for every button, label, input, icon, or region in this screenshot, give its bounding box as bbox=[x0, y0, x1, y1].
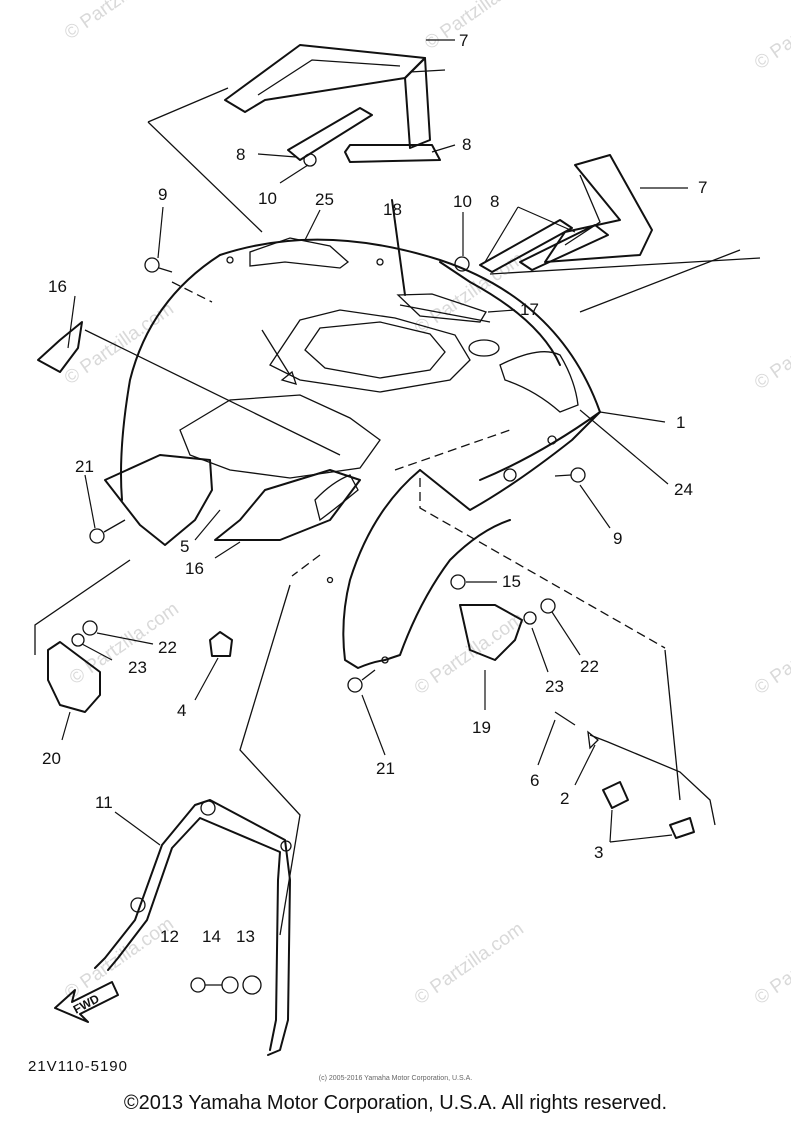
callout-3: 3 bbox=[594, 843, 603, 862]
brackets bbox=[224, 44, 653, 273]
watermark: © Partzilla.com bbox=[751, 608, 791, 699]
callout-11: 11 bbox=[95, 793, 113, 812]
callout-9: 9 bbox=[613, 529, 622, 548]
callout-8: 8 bbox=[490, 192, 499, 211]
callout-leaders bbox=[61, 39, 688, 846]
assembly-lines bbox=[34, 87, 761, 936]
callout-7: 7 bbox=[459, 31, 468, 50]
callout-24: 24 bbox=[674, 480, 693, 499]
watermark: © Partzilla.com bbox=[421, 0, 538, 54]
callouts: 7 8 8 10 9 25 18 10 8 7 16 17 1 24 21 5 … bbox=[42, 31, 707, 946]
watermark: © Partzilla.com bbox=[751, 0, 791, 74]
callout-22: 22 bbox=[580, 657, 599, 676]
callout-21: 21 bbox=[376, 759, 395, 778]
callout-18: 18 bbox=[383, 200, 402, 219]
callout-25: 25 bbox=[315, 190, 334, 209]
callout-1: 1 bbox=[676, 413, 685, 432]
callout-22: 22 bbox=[158, 638, 177, 657]
callout-2: 2 bbox=[560, 789, 569, 808]
watermark: © Partzilla.com bbox=[751, 918, 791, 1009]
callout-23: 23 bbox=[545, 677, 564, 696]
watermark: © Partzilla.com bbox=[751, 303, 791, 394]
callout-17: 17 bbox=[520, 300, 539, 319]
watermarks: © Partzilla.com © Partzilla.com © Partzi… bbox=[61, 0, 791, 1009]
callout-16: 16 bbox=[48, 277, 67, 296]
small-parts bbox=[37, 257, 716, 839]
callout-16: 16 bbox=[185, 559, 204, 578]
callout-8: 8 bbox=[462, 135, 471, 154]
watermark: © Partzilla.com bbox=[411, 608, 528, 699]
callout-5: 5 bbox=[180, 537, 189, 556]
callout-10: 10 bbox=[258, 189, 277, 208]
callout-23: 23 bbox=[128, 658, 147, 677]
callout-12: 12 bbox=[160, 927, 179, 946]
callout-13: 13 bbox=[236, 927, 255, 946]
callout-15: 15 bbox=[502, 572, 521, 591]
callout-10: 10 bbox=[453, 192, 472, 211]
callout-19: 19 bbox=[472, 718, 491, 737]
copyright-notice: ©2013 Yamaha Motor Corporation, U.S.A. A… bbox=[123, 1092, 668, 1114]
diagram-code: 21V110-5190 bbox=[28, 1058, 128, 1075]
watermark: © Partzilla.com bbox=[411, 918, 528, 1009]
callout-6: 6 bbox=[530, 771, 539, 790]
rear-fender bbox=[120, 199, 601, 669]
source-credit: (c) 2005-2016 Yamaha Motor Corporation, … bbox=[318, 1075, 473, 1082]
callout-8: 8 bbox=[236, 145, 245, 164]
callout-4: 4 bbox=[177, 701, 186, 720]
rear-support-bar bbox=[94, 799, 292, 1056]
callout-14: 14 bbox=[202, 927, 221, 946]
callout-20: 20 bbox=[42, 749, 61, 768]
callout-7: 7 bbox=[698, 178, 707, 197]
watermark: © Partzilla.com bbox=[61, 0, 178, 44]
callout-21: 21 bbox=[75, 457, 94, 476]
callout-9: 9 bbox=[158, 185, 167, 204]
